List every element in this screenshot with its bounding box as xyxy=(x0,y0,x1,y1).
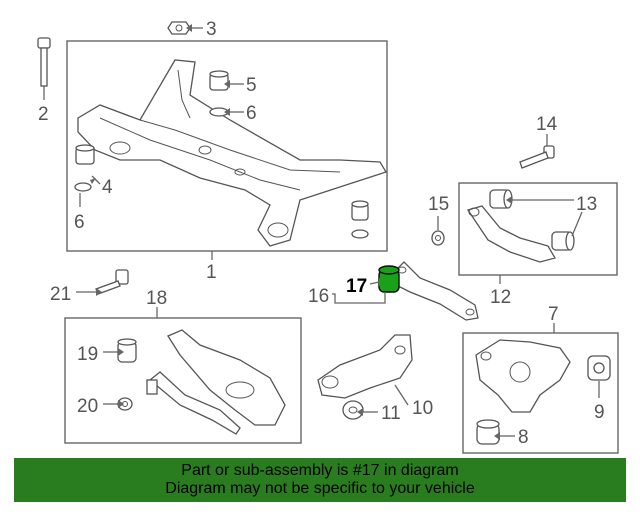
callout-14: 14 xyxy=(536,114,558,135)
callout-1: 1 xyxy=(206,262,217,283)
parts-diagram: 3 2 5 6 4 6 1 14 15 13 12 17 16 21 18 19… xyxy=(37,19,619,454)
bushing-19[interactable] xyxy=(117,338,137,363)
upper-control-arm[interactable] xyxy=(466,205,556,263)
callout-6b: 6 xyxy=(74,212,85,233)
leader-17 xyxy=(369,281,380,285)
callout-4: 4 xyxy=(102,177,113,198)
fitment-notice-line2: Diagram may not be specific to your vehi… xyxy=(165,480,475,497)
callout-7: 7 xyxy=(548,304,559,325)
bushing-4[interactable] xyxy=(75,144,95,165)
bushing-9[interactable] xyxy=(587,355,611,381)
crossmember[interactable] xyxy=(77,59,387,247)
callout-15: 15 xyxy=(428,194,449,215)
callout-21: 21 xyxy=(50,284,71,305)
lower-control-arm[interactable] xyxy=(148,329,286,435)
trailing-arm[interactable] xyxy=(317,334,413,399)
washer-6-lower[interactable] xyxy=(74,182,92,192)
callout-20: 20 xyxy=(77,396,98,417)
callout-9: 9 xyxy=(594,402,605,423)
bolt-21[interactable] xyxy=(95,269,129,295)
callout-18: 18 xyxy=(146,288,167,309)
lateral-arm[interactable] xyxy=(393,261,479,321)
lower-arm-group-box xyxy=(64,317,302,444)
bushing-5[interactable] xyxy=(209,70,229,91)
callout-17: 17 xyxy=(346,276,367,297)
fitment-notice-banner: Part or sub-assembly is #17 in diagram D… xyxy=(14,458,626,502)
bracket-18[interactable] xyxy=(146,379,158,395)
callout-19: 19 xyxy=(77,344,98,365)
callout-6a: 6 xyxy=(246,103,257,124)
leader-10 xyxy=(394,384,409,406)
callout-8: 8 xyxy=(518,427,529,448)
callout-2: 2 xyxy=(38,104,49,125)
bushing-17-highlighted[interactable] xyxy=(378,265,400,293)
leader-13b xyxy=(571,211,583,237)
knuckle[interactable] xyxy=(475,339,571,413)
bushing-13-b[interactable] xyxy=(551,231,575,251)
bushing-right[interactable] xyxy=(351,200,369,239)
callout-16: 16 xyxy=(308,286,329,307)
bushing-13-a[interactable] xyxy=(489,189,513,209)
callout-5: 5 xyxy=(246,75,257,96)
callout-11: 11 xyxy=(381,403,401,424)
nut-3[interactable] xyxy=(167,21,191,35)
callout-13: 13 xyxy=(576,194,597,215)
bolt-14[interactable] xyxy=(519,145,555,169)
callout-10: 10 xyxy=(412,398,433,419)
bolt-2[interactable] xyxy=(37,37,51,87)
callout-12: 12 xyxy=(490,287,511,308)
upper-arm-group-box xyxy=(458,182,618,276)
crossmember-group-box xyxy=(66,40,388,252)
fitment-notice-line1: Part or sub-assembly is #17 in diagram xyxy=(181,462,459,479)
callout-3: 3 xyxy=(206,19,217,40)
bushing-8[interactable] xyxy=(476,419,500,445)
washer-15[interactable] xyxy=(431,230,445,246)
leader-16 xyxy=(332,292,386,304)
knuckle-group-box xyxy=(462,332,619,454)
leader-4 xyxy=(91,175,101,185)
